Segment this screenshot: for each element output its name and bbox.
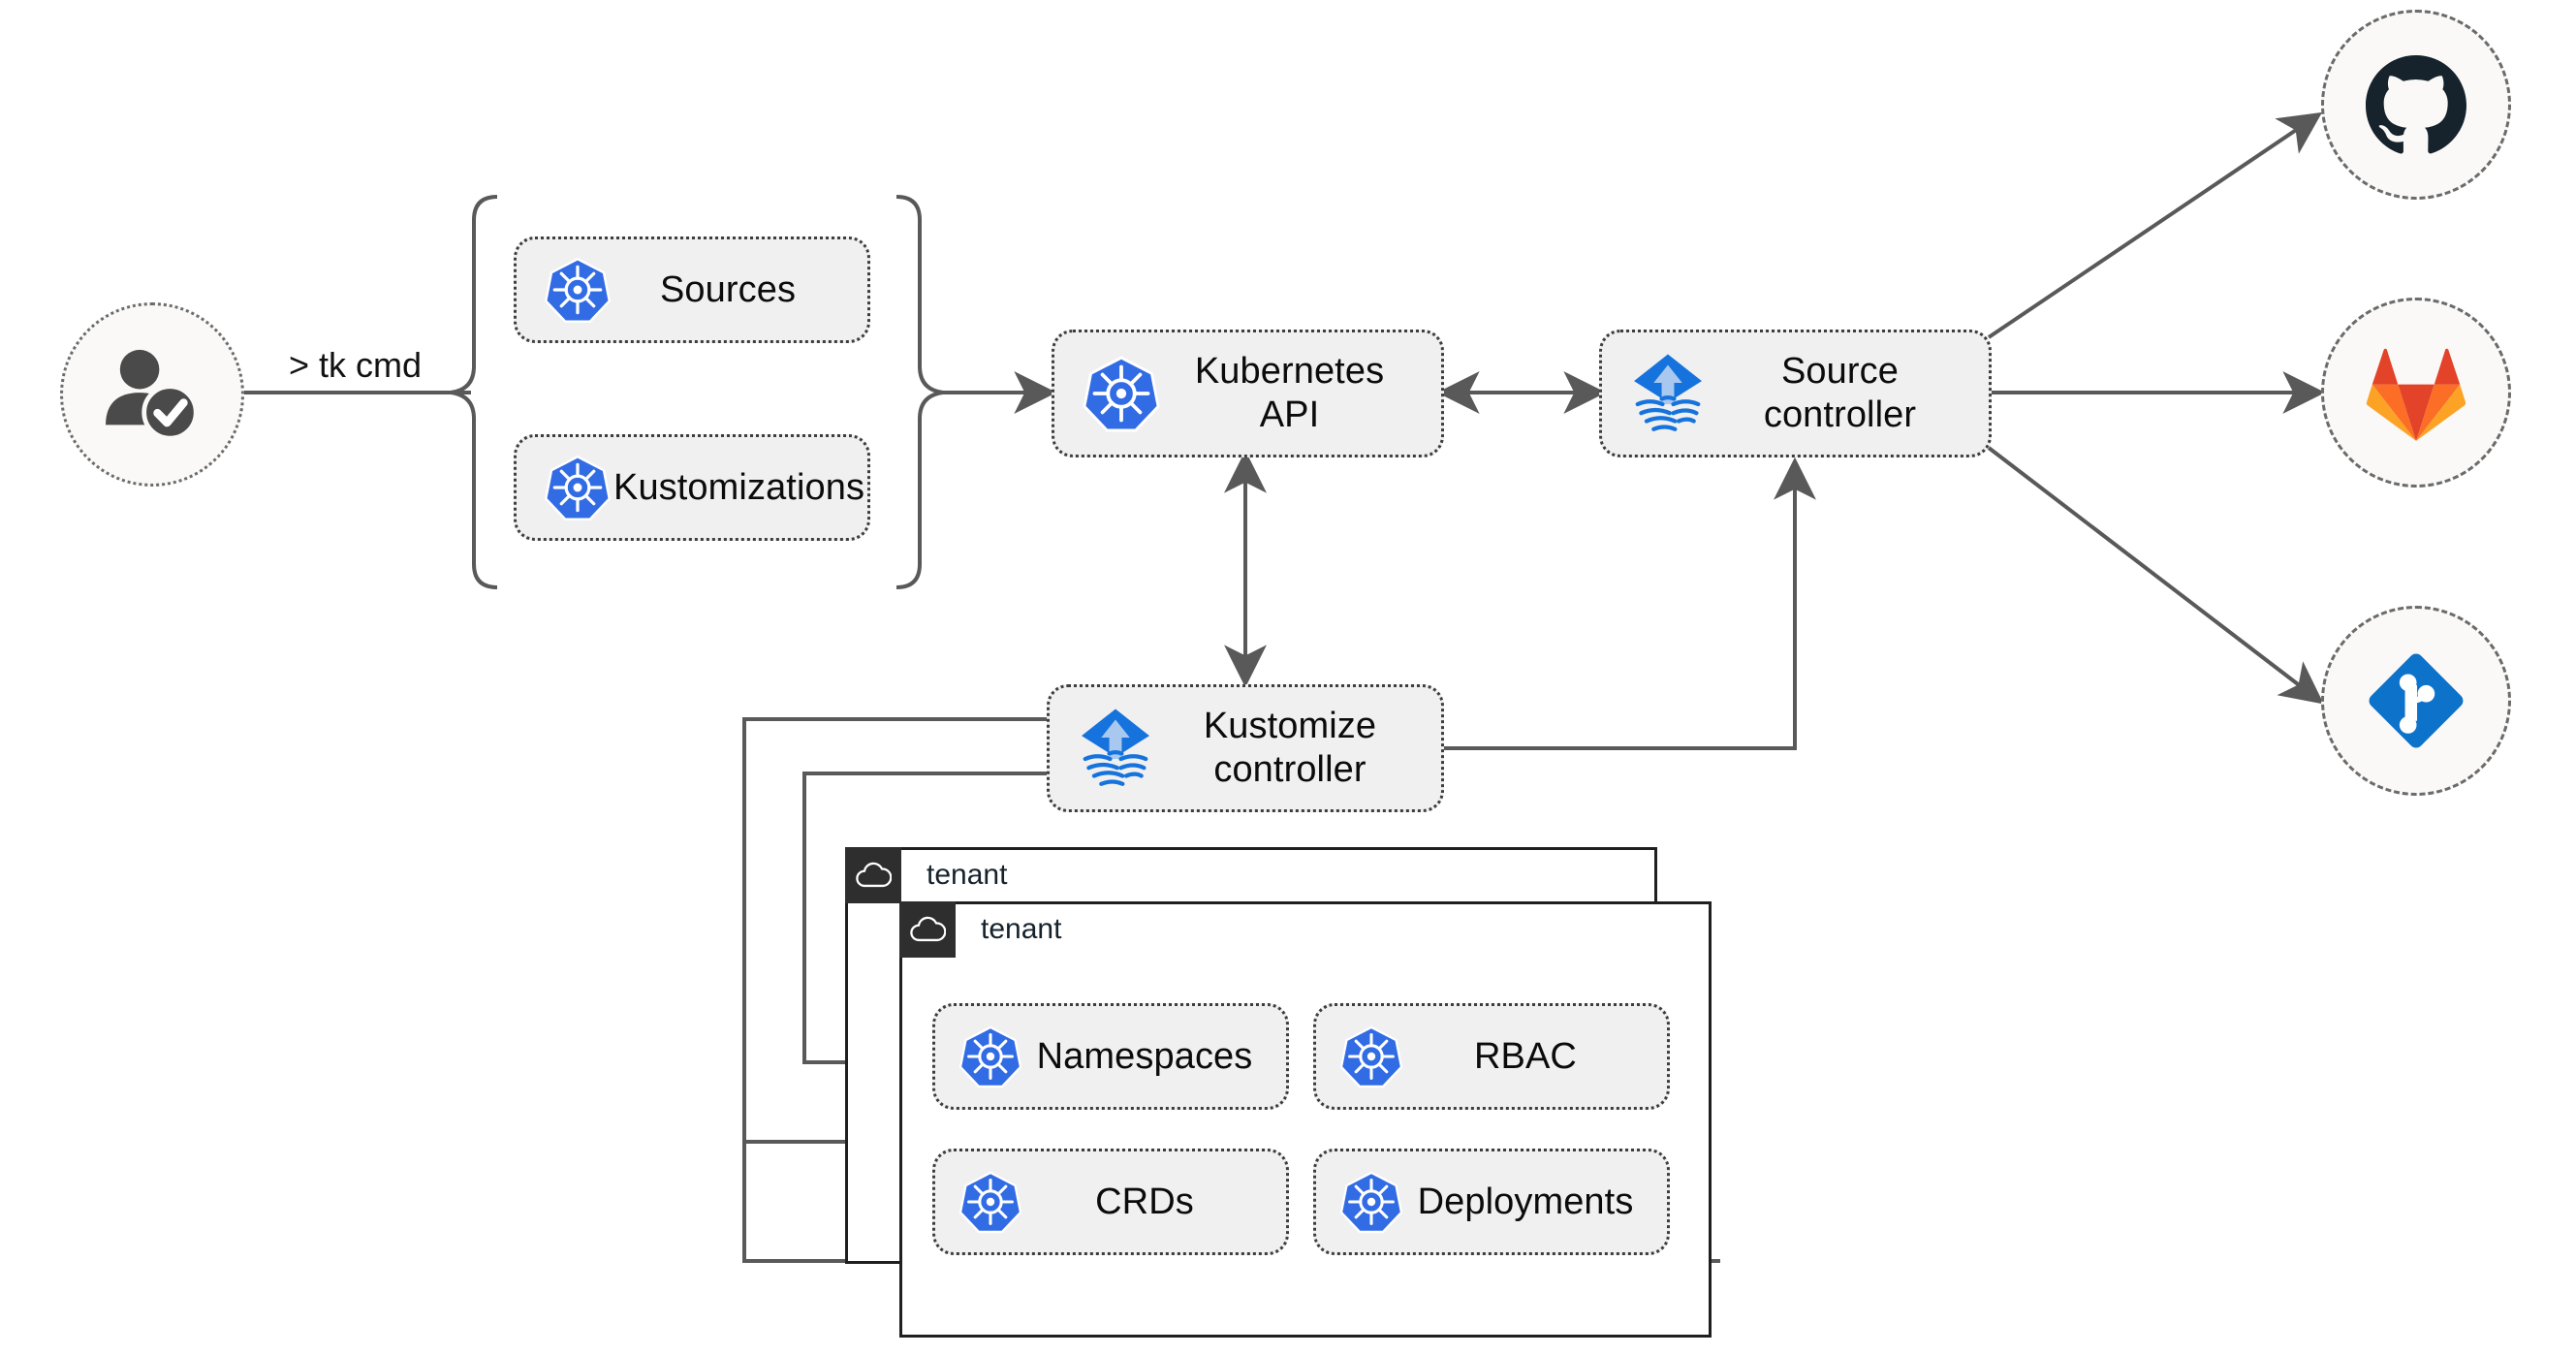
kustomize-controller-label: Kustomize controller: [1160, 705, 1420, 792]
kubernetes-api-node[interactable]: Kubernetes API: [1052, 330, 1444, 457]
resource-tile-label: Sources: [659, 268, 797, 310]
kustomize-controller-line-2: controller: [1213, 749, 1367, 790]
kubernetes-api-label: Kubernetes API: [1194, 351, 1385, 435]
user-actor[interactable]: [60, 302, 244, 487]
tenant-title: tenant: [981, 913, 1062, 945]
resource-tile-kustomizations[interactable]: Kustomizations: [514, 434, 870, 541]
kubernetes-icon: [542, 452, 613, 523]
source-controller-node[interactable]: Source controller: [1599, 330, 1992, 457]
tenant-resource-deployments[interactable]: Deployments: [1313, 1149, 1670, 1255]
kustomize-controller-node[interactable]: Kustomize controller: [1047, 684, 1444, 812]
gitlab-icon: [2366, 348, 2466, 441]
repo-node-azure-repos[interactable]: [2321, 606, 2511, 796]
kubernetes-icon: [957, 1168, 1024, 1236]
flux-icon: [1071, 704, 1160, 793]
tenant-resource-namespaces[interactable]: Namespaces: [932, 1003, 1289, 1110]
source-controller-label: Source controller: [1712, 350, 1967, 437]
resource-tile-sources[interactable]: Sources: [514, 236, 870, 343]
kubernetes-icon: [1337, 1168, 1405, 1236]
tenant-header-outer: tenant: [845, 847, 1007, 903]
git-repo-icon: [2369, 653, 2464, 748]
user-check-icon: [106, 349, 199, 441]
tenant-resource-label: RBAC: [1474, 1035, 1577, 1077]
kubernetes-icon: [1337, 1023, 1405, 1090]
edge-source-to-github: [1987, 111, 2323, 339]
tenant-title: tenant: [927, 859, 1008, 891]
source-controller-line-1: Source: [1780, 351, 1899, 393]
kubernetes-icon: [542, 254, 613, 326]
brace-right: [895, 195, 944, 589]
kubernetes-icon: [957, 1023, 1024, 1090]
edge-source-to-azure: [1987, 446, 2324, 705]
tenant-resource-label: CRDs: [1095, 1181, 1194, 1222]
cloud-icon: [899, 901, 956, 958]
repo-node-gitlab[interactable]: [2321, 298, 2511, 488]
github-icon: [2366, 55, 2466, 154]
kustomize-controller-line-1: Kustomize: [1203, 706, 1377, 747]
tenant-resource-label: Deployments: [1417, 1181, 1634, 1222]
cloud-icon: [845, 847, 901, 903]
tenant-header-inner: tenant: [899, 901, 1061, 958]
resource-tile-label: Kustomizations: [613, 466, 865, 508]
tenant-resource-crds[interactable]: CRDs: [932, 1149, 1289, 1255]
flux-icon: [1623, 349, 1712, 438]
kubernetes-icon: [1080, 352, 1163, 435]
tenant-container-inner[interactable]: tenant: [899, 901, 1712, 1338]
repo-node-github[interactable]: [2321, 10, 2511, 200]
tenant-resource-rbac[interactable]: RBAC: [1313, 1003, 1670, 1110]
cli-command-label: > tk cmd: [289, 345, 423, 385]
tenant-resource-label: Namespaces: [1036, 1035, 1253, 1077]
edge-kustomize-to-source: [1444, 457, 1816, 750]
brace-left: [450, 195, 498, 589]
source-controller-line-2: controller: [1763, 394, 1917, 435]
